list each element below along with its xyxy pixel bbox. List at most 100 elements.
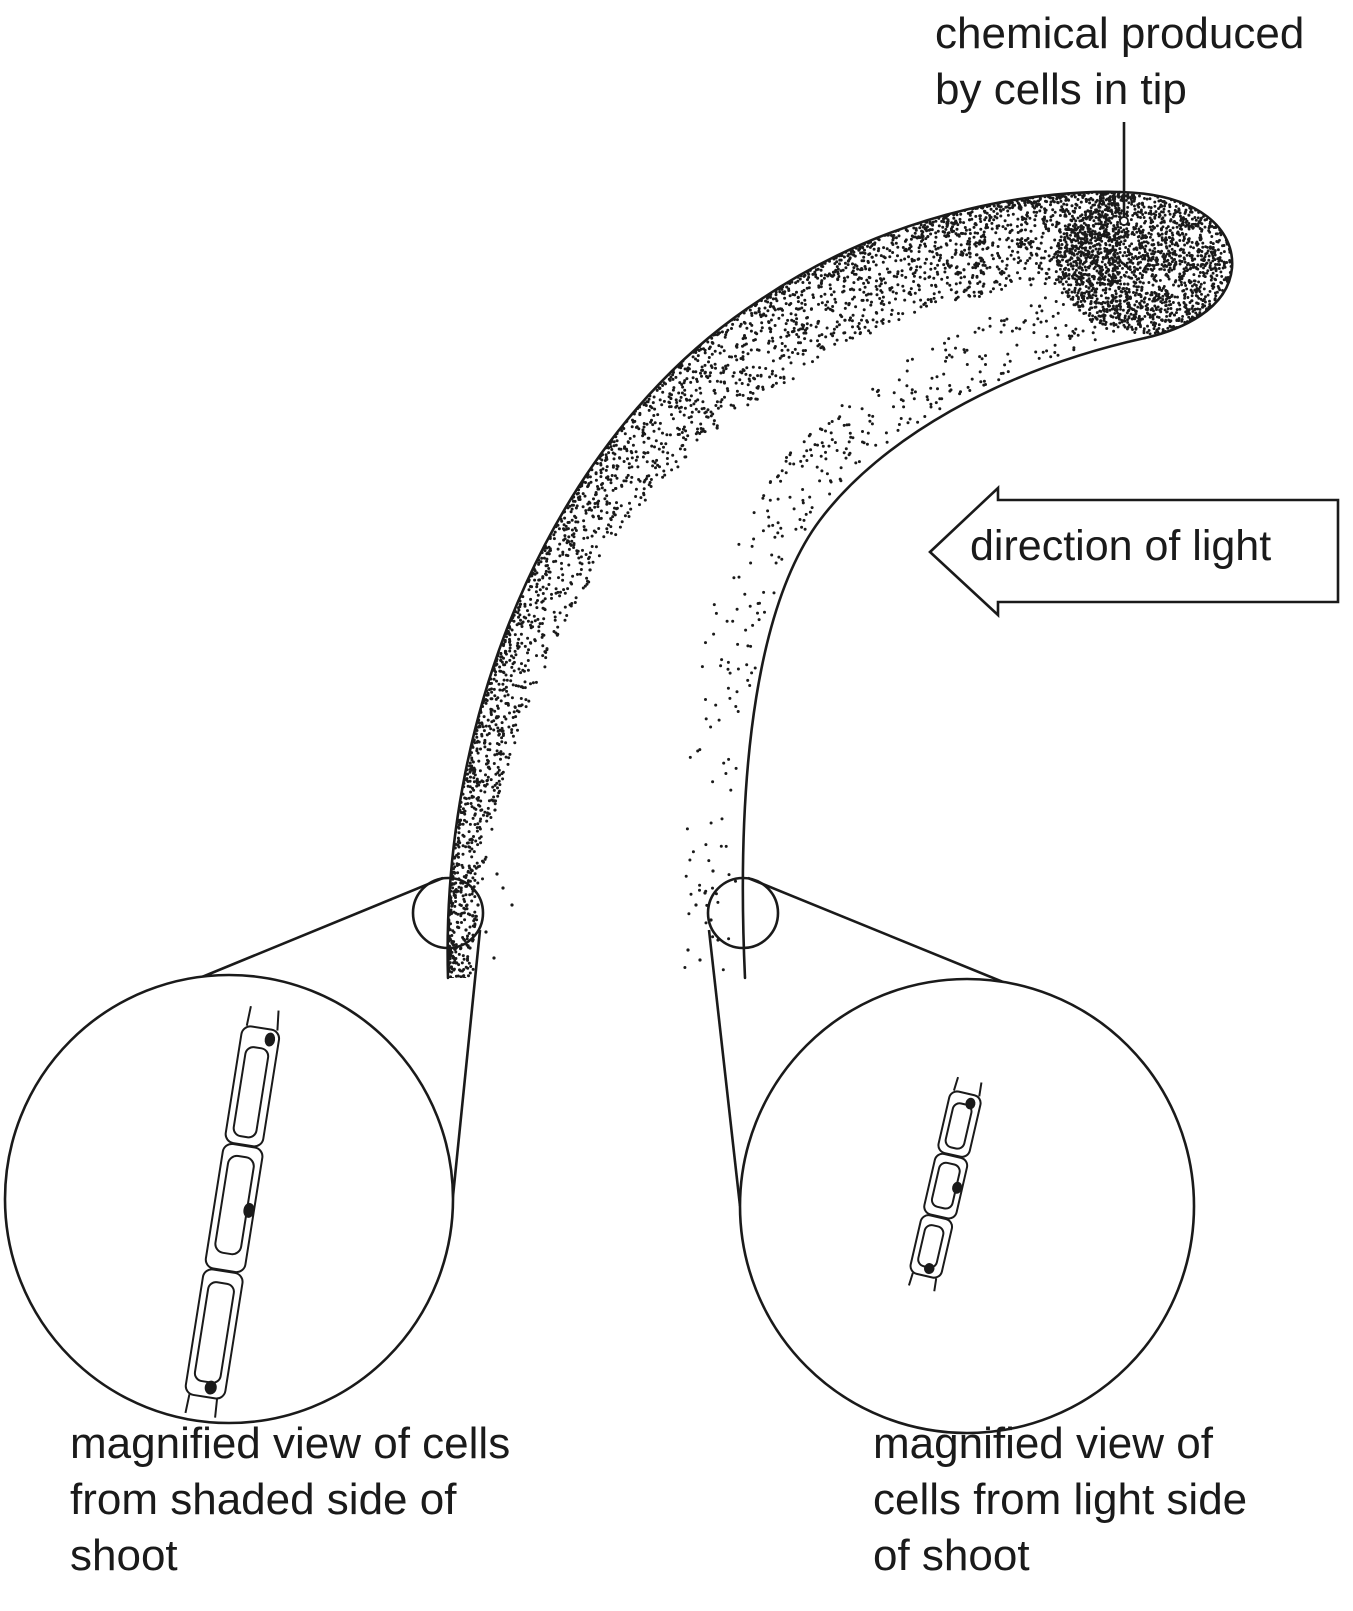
stipple-dot: [500, 699, 503, 702]
stipple-dot: [545, 587, 548, 590]
stipple-dot: [1079, 272, 1082, 275]
stipple-dot: [979, 228, 982, 231]
stipple-dot: [508, 753, 511, 756]
stipple-dot: [946, 259, 949, 262]
stipple-dot: [468, 850, 471, 853]
stipple-dot: [605, 494, 608, 497]
stipple-dot: [1168, 314, 1171, 317]
stipple-dot: [502, 663, 505, 666]
stipple-dot: [704, 430, 707, 433]
stipple-dot: [990, 222, 993, 225]
stipple-dot: [568, 548, 571, 551]
stipple-dot: [868, 268, 871, 271]
stipple-dot: [969, 252, 972, 255]
stipple-dot: [1108, 288, 1111, 291]
stipple-dot: [1121, 321, 1124, 324]
stipple-dot: [1197, 242, 1200, 245]
stipple-dot: [968, 295, 971, 298]
stipple-dot: [630, 450, 633, 453]
stipple-dot: [662, 470, 665, 473]
stipple-dot: [1153, 304, 1156, 307]
stipple-dot: [1178, 308, 1181, 311]
stipple-dot: [1170, 312, 1173, 315]
stipple-dot: [508, 659, 511, 662]
stipple-dot: [461, 961, 464, 964]
stipple-dot: [660, 442, 663, 445]
stipple-dot: [615, 501, 618, 504]
stipple-dot: [1043, 216, 1046, 219]
stipple-dot: [1068, 273, 1071, 276]
stipple-dot: [463, 958, 466, 961]
stipple-dot: [610, 448, 613, 451]
stipple-dot: [777, 308, 780, 311]
stipple-dot: [884, 281, 887, 284]
stipple-dot: [501, 721, 504, 724]
stipple-dot: [960, 276, 963, 279]
stipple-dot: [931, 224, 934, 227]
stipple-dot: [656, 464, 659, 467]
stipple-dot: [1232, 247, 1235, 250]
stipple-dot: [675, 398, 678, 401]
stipple-dot: [1087, 210, 1090, 213]
stipple-dot: [482, 814, 485, 817]
stipple-dot: [709, 380, 712, 383]
stipple-dot: [1116, 267, 1119, 270]
stipple-dot: [917, 257, 920, 260]
stipple-dot: [463, 977, 466, 980]
stipple-dot: [749, 398, 752, 401]
stipple-dot: [541, 644, 544, 647]
stipple-dot: [862, 282, 865, 285]
stipple-dot: [937, 230, 940, 233]
stipple-dot: [1203, 281, 1206, 284]
stipple-dot: [1024, 239, 1027, 242]
stipple-dot: [1019, 245, 1022, 248]
stipple-dot: [896, 254, 899, 257]
stipple-dot: [843, 331, 846, 334]
stipple-dot: [1081, 269, 1084, 272]
stipple-dot: [806, 316, 809, 319]
stipple-dot: [704, 351, 707, 354]
stipple-dot: [1225, 291, 1228, 294]
stipple-dot: [886, 247, 889, 250]
stipple-dot: [1062, 203, 1065, 206]
stipple-dot: [1084, 216, 1087, 219]
stipple-dot: [1119, 308, 1122, 311]
stipple-dot: [498, 666, 501, 669]
stipple-dot: [501, 727, 504, 730]
stipple-dot: [811, 273, 814, 276]
stipple-dot: [1169, 325, 1172, 328]
stipple-dot: [1163, 208, 1166, 211]
stipple-dot: [513, 741, 516, 744]
stipple-dot: [473, 767, 476, 770]
stipple-dot: [1173, 295, 1176, 298]
stipple-dot: [520, 697, 523, 700]
stipple-dot: [684, 407, 687, 410]
stipple-dot: [1128, 245, 1131, 248]
stipple-dot: [832, 331, 835, 334]
stipple-dot: [533, 579, 536, 582]
stipple-dot: [1237, 257, 1240, 260]
stipple-dot: [607, 451, 610, 454]
stipple-dot: [744, 373, 747, 376]
stipple-dot: [646, 451, 649, 454]
stipple-dot: [833, 298, 836, 301]
stipple-dot: [824, 304, 827, 307]
stipple-dot: [1220, 303, 1223, 306]
stipple-dot: [973, 226, 976, 229]
stipple-dot: [1191, 202, 1194, 205]
stipple-dot: [648, 398, 651, 401]
stipple-dot: [1201, 303, 1204, 306]
stipple-dot: [1126, 318, 1129, 321]
stipple-dot: [1178, 234, 1181, 237]
stipple-dot: [462, 894, 465, 897]
stipple-dot: [652, 414, 655, 417]
stipple-dot: [1166, 275, 1169, 278]
stipple-dot: [1100, 294, 1103, 297]
stipple-dot: [524, 664, 527, 667]
stipple-dot: [466, 959, 469, 962]
stipple-dot: [1005, 277, 1008, 280]
stipple-dot: [1085, 285, 1088, 288]
stipple-dot: [1126, 283, 1129, 286]
stipple-dot: [529, 624, 532, 627]
stipple-dot: [938, 291, 941, 294]
